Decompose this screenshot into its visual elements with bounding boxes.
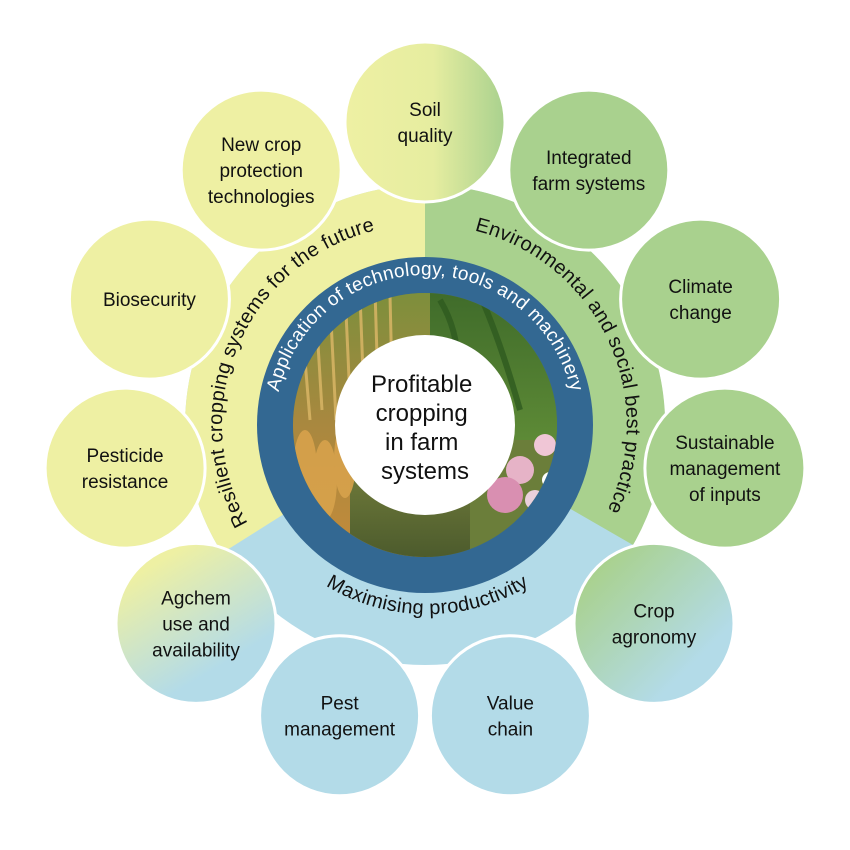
outer-node: Biosecurity: [67, 217, 231, 381]
outer-node-circle: [114, 541, 278, 705]
outer-node-label-line: chain: [488, 720, 533, 741]
outer-node-label-line: agronomy: [612, 627, 697, 648]
outer-node-label-line: of inputs: [689, 485, 761, 506]
outer-node: Agchem use and availability: [114, 541, 278, 705]
outer-node: Climate change: [619, 217, 783, 381]
outer-node-circle: [643, 386, 807, 550]
outer-node-label: Climate change: [668, 277, 732, 324]
outer-node: Integrated farm systems: [507, 88, 671, 252]
outer-node-label: Pesticide resistance: [82, 446, 169, 493]
outer-node-label: Agchem use and availability: [152, 588, 240, 661]
outer-node-label: Soil quality: [398, 100, 453, 147]
center-title: Profitable cropping in farm systems: [371, 371, 479, 485]
center-disc: [335, 335, 515, 515]
outer-node-label-line: protection: [219, 161, 302, 182]
outer-node-circle: [619, 217, 783, 381]
outer-node-label-line: farm systems: [532, 174, 645, 195]
center-line: systems: [381, 458, 469, 485]
outer-node-label-line: Pesticide: [87, 446, 164, 467]
outer-node-label: Crop agronomy: [612, 601, 697, 648]
outer-node-label-line: management: [284, 720, 396, 741]
outer-node: Pesticide resistance: [43, 386, 207, 550]
outer-node-circle: [67, 217, 231, 381]
outer-node-label: Integrated farm systems: [532, 148, 645, 195]
center-line: cropping: [376, 400, 468, 427]
outer-node-label-line: resistance: [82, 472, 169, 493]
outer-node-label-line: use and: [162, 614, 230, 635]
outer-node-circle: [343, 40, 507, 204]
outer-node-label-line: change: [669, 303, 731, 324]
outer-node-label-line: Biosecurity: [103, 290, 196, 311]
outer-node-label-line: Agchem: [161, 588, 231, 609]
outer-node: New crop protection technologies: [179, 88, 343, 252]
outer-node: Value chain: [428, 634, 592, 798]
outer-node-circle: [572, 541, 736, 705]
outer-node-circle: [428, 634, 592, 798]
outer-node-circle: [507, 88, 671, 252]
outer-node-label: Sustainable management of inputs: [669, 433, 781, 506]
outer-node-label-line: technologies: [208, 187, 315, 208]
outer-node-label-line: Sustainable: [675, 433, 774, 454]
outer-node-label-line: Pest: [321, 694, 360, 715]
outer-node-circle: [43, 386, 207, 550]
outer-node: Crop agronomy: [572, 541, 736, 705]
outer-node-label: New crop protection technologies: [208, 135, 315, 208]
outer-node: Soil quality: [343, 40, 507, 204]
outer-node-label: Biosecurity: [103, 290, 196, 311]
outer-node-label-line: availability: [152, 640, 240, 661]
outer-node-label-line: New crop: [221, 135, 301, 156]
outer-node: Pest management: [258, 634, 422, 798]
outer-node-circle: [179, 88, 343, 252]
center-line: in farm: [385, 429, 458, 456]
outer-node-label-line: Value: [487, 694, 534, 715]
outer-node-label-line: Crop: [633, 601, 674, 622]
outer-node-label: Pest management: [284, 694, 396, 741]
center-line: Profitable: [371, 371, 472, 398]
outer-node-circle: [258, 634, 422, 798]
outer-node-label-line: Climate: [668, 277, 732, 298]
outer-node: Sustainable management of inputs: [643, 386, 807, 550]
outer-node-label-line: management: [669, 459, 781, 480]
outer-node-label-line: quality: [398, 126, 453, 147]
outer-node-label-line: Soil: [409, 100, 441, 121]
outer-node-label: Value chain: [487, 694, 534, 741]
outer-node-label-line: Integrated: [546, 148, 632, 169]
